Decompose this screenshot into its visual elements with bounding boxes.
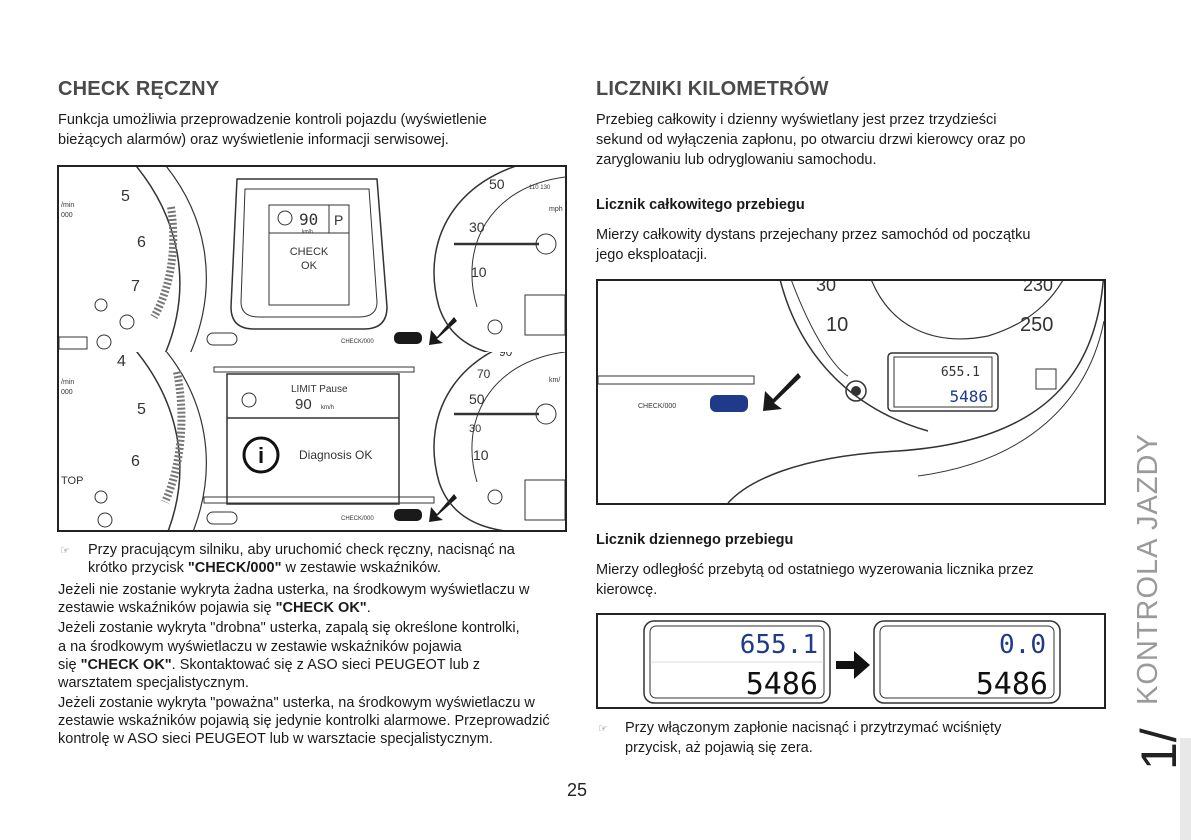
speedo-top-scale: 110 130 [529, 185, 551, 191]
arrow-icon-b [429, 494, 457, 522]
speedo-unit-b: km/ [549, 377, 560, 384]
check-button-shape [394, 332, 422, 344]
left-para2-line2: zestawie wskaźników pojawia się "CHECK O… [58, 600, 371, 616]
tacho-unit-value: 000 [61, 212, 73, 219]
before-trip-value: 655.1 [740, 630, 818, 660]
odometer-figure: 30 10 230 250 CHECK/000 655.1 5486 [596, 279, 1106, 505]
left-para4-line2: zestawie wskaźników pojawią się jedynie … [58, 713, 550, 729]
tacho-unit-label: /min [61, 202, 74, 209]
trip-reset-figure: 655.1 5486 0.0 5486 [596, 613, 1106, 709]
left-para3-line4: warsztatem specjalistycznym. [58, 675, 249, 691]
check-button-label: CHECK/000 [341, 339, 374, 345]
check-ok-line2: OK [301, 260, 318, 272]
speedo-number-50: 50 [489, 176, 505, 192]
left-intro-line1: Funkcja umożliwia przeprowadzenie kontro… [58, 112, 487, 128]
side-tab-marker [1180, 738, 1191, 840]
before-total-value: 5486 [746, 667, 818, 702]
odo-number-30: 30 [816, 281, 836, 295]
subtitle-trip-odometer: Licznik dziennego przebiegu [596, 532, 794, 548]
tacho-number-5-b: 5 [137, 401, 146, 418]
svg-text:i: i [258, 443, 264, 468]
left-para4-line3: kontrolę w ASO sieci PEUGEOT lub w warsz… [58, 731, 493, 747]
left-bullet1-line2: krótko przycisk "CHECK/000" w zestawie w… [88, 560, 442, 576]
speedo-number-30-b: 30 [469, 423, 481, 435]
odo-trip-value: 655.1 [941, 365, 980, 380]
limit-label: LIMIT Pause [291, 384, 348, 395]
odometer-illustration: 30 10 230 250 CHECK/000 655.1 5486 [598, 281, 1104, 503]
check-ok-line1: CHECK [290, 246, 329, 258]
diagnosis-text: Diagnosis OK [299, 448, 372, 462]
odo-button-label: CHECK/000 [638, 403, 676, 410]
arrow-right-icon [836, 651, 870, 679]
odo-total-value: 5486 [949, 387, 988, 406]
tacho-number-6-b: 6 [131, 453, 140, 470]
subtitle-total-odometer: Licznik całkowitego przebiegu [596, 197, 805, 213]
tacho-number-7: 7 [131, 278, 140, 295]
cluster-top-illustration: 5 6 7 /min 000 90 km/h P CHECK OK CHECK/… [59, 167, 565, 352]
left-para3-line1: Jeżeli zostanie wykryta "drobna" usterka… [58, 620, 520, 636]
trip-reset-illustration: 655.1 5486 0.0 5486 [643, 620, 1061, 704]
check-speed-unit: km/h [302, 229, 313, 235]
right-sub2-line1: Mierzy odległość przebytą od ostatniego … [596, 562, 1034, 578]
stop-label: TOP [61, 475, 83, 487]
odo-number-250: 250 [1020, 314, 1053, 336]
speedo-unit: mph [549, 206, 563, 213]
tacho-number-4: 4 [117, 353, 126, 370]
right-section-title: LICZNIKI KILOMETRÓW [596, 78, 829, 100]
right-sub1-line1: Mierzy całkowity dystans przejechany prz… [596, 227, 1031, 243]
check-speed-value: 90 [299, 210, 318, 229]
hand-pointer-icon-right: ☞ [598, 723, 608, 735]
chapter-side-tab: 1/ KONTROLA JAZDY [1120, 400, 1187, 770]
tacho-unit-value-b: 000 [61, 389, 73, 396]
left-para2-line1: Jeżeli nie zostanie wykryta żadna usterk… [58, 582, 530, 598]
odo-button-shape [710, 395, 748, 412]
left-intro-line2: bieżących alarmów) oraz wyświetlenie inf… [58, 132, 449, 148]
limit-value: 90 [295, 396, 312, 413]
arrow-icon [429, 317, 457, 345]
cluster-bottom-illustration: 4 5 6 /min 000 TOP LIMIT Pause 90 km/h i… [61, 352, 565, 530]
speedo-number-10-b: 10 [473, 447, 489, 463]
right-bullet-line2: przycisk, aż pojawią się zera. [625, 740, 813, 756]
left-para3-line3: się "CHECK OK". Skontaktować się z ASO s… [58, 657, 481, 673]
right-sub1-line2: jego eksploatacji. [596, 247, 708, 263]
cluster-figure-check-ok: 5 6 7 /min 000 90 km/h P CHECK OK CHECK/… [57, 165, 567, 354]
odo-number-230: 230 [1023, 281, 1053, 295]
speedo-number-10: 10 [471, 264, 487, 280]
left-bullet1-line1: Przy pracującym silniku, aby uruchomić c… [88, 542, 515, 558]
page-number: 25 [567, 780, 588, 800]
tacho-number-6: 6 [137, 234, 146, 251]
after-total-value: 5486 [976, 667, 1048, 702]
gear-indicator: P [334, 212, 343, 228]
limit-unit: km/h [321, 405, 334, 411]
tacho-unit-label-b: /min [61, 379, 74, 386]
hand-pointer-icon: ☞ [60, 545, 70, 557]
cluster-figure-diagnosis: 4 5 6 /min 000 TOP LIMIT Pause 90 km/h i… [57, 352, 567, 532]
odo-number-10: 10 [826, 314, 848, 336]
check-button-label-b: CHECK/000 [341, 516, 374, 522]
speedo-number-50-b: 50 [469, 391, 485, 407]
speedo-number-70-b: 70 [477, 367, 491, 381]
arrow-icon-odo [763, 373, 801, 411]
right-intro-line2: sekund od wyłączenia zapłonu, po otwarci… [596, 132, 1026, 148]
left-para4-line1: Jeżeli zostanie wykryta "poważna" usterk… [58, 695, 535, 711]
info-icon [242, 436, 280, 474]
right-intro-line3: zaryglowaniu lub odryglowaniu samochodu. [596, 152, 877, 168]
right-sub2-line2: kierowcę. [596, 582, 658, 598]
speedo-number-90-b: 90 [499, 352, 513, 359]
right-intro-line1: Przebieg całkowity i dzienny wyświetlany… [596, 112, 997, 128]
right-bullet-line1: Przy włączonym zapłonie nacisnąć i przyt… [625, 720, 1002, 736]
chapter-title: KONTROLA JAZDY [1132, 433, 1164, 705]
left-para3-line2: a na środkowym wyświetlaczu w zestawie w… [58, 639, 462, 655]
after-trip-value: 0.0 [999, 630, 1046, 660]
speedo-number-30: 30 [469, 219, 485, 235]
left-section-title: CHECK RĘCZNY [58, 78, 220, 100]
tacho-number-5: 5 [121, 188, 130, 205]
